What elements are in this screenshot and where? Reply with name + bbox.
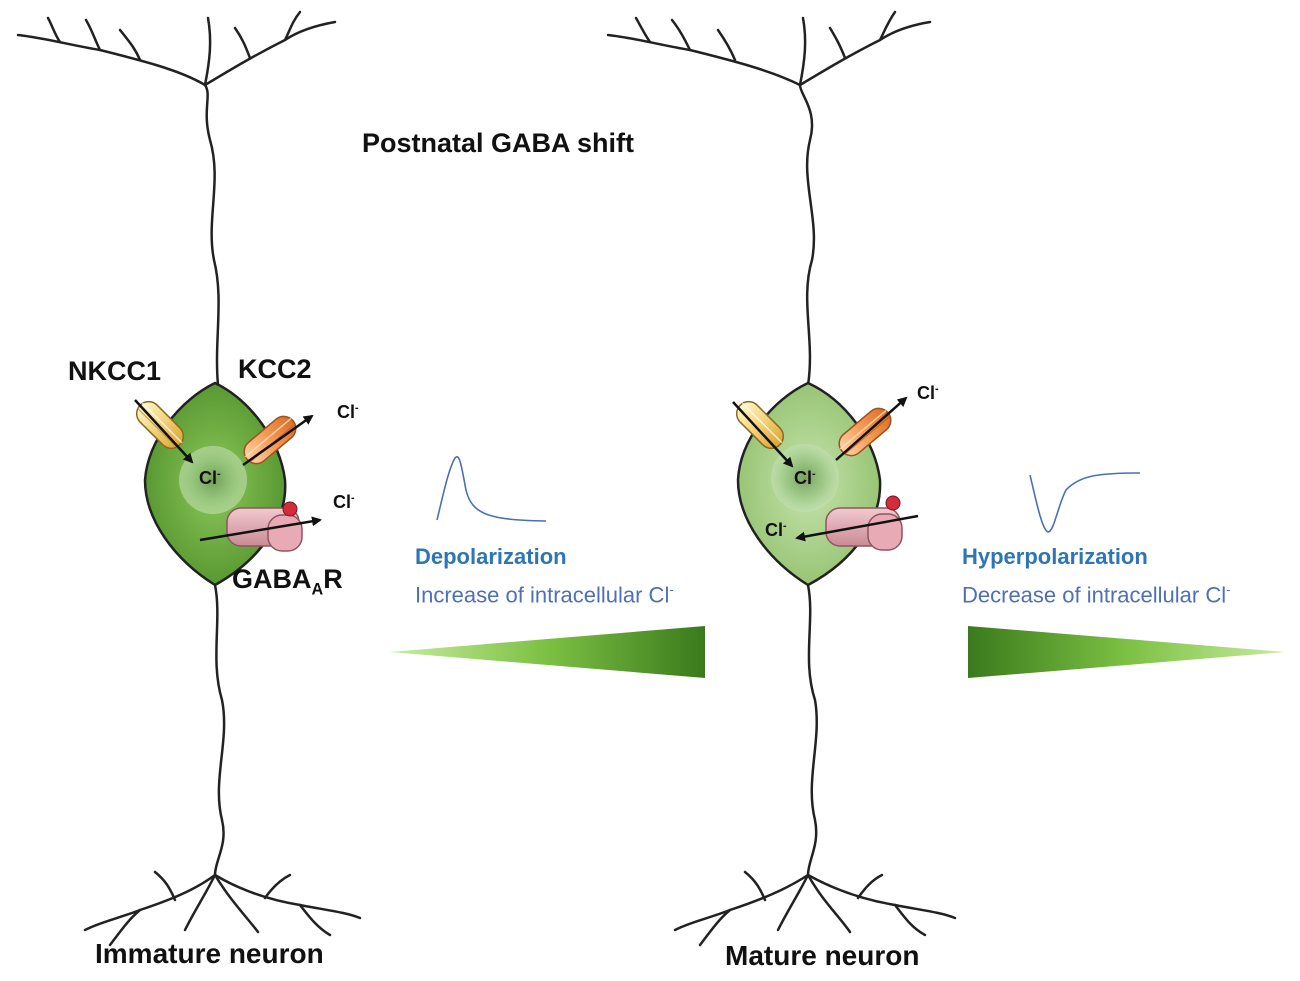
nkcc1-label: NKCC1 [68, 356, 162, 386]
left-apical-dendrites [16, 10, 337, 387]
gabaar-suffix: R [323, 564, 343, 594]
left-nucleus [179, 446, 247, 514]
left-gabaa-cl-label: Cl- [333, 492, 355, 512]
mature-neuron [606, 10, 957, 947]
diagram-title: Postnatal GABA shift [362, 128, 635, 158]
right-gabaa-arrow [795, 514, 919, 542]
immature-neuron-caption: Immature neuron [95, 938, 324, 969]
kcc2-label: KCC2 [238, 354, 312, 384]
depolarization-label: Depolarization [415, 544, 567, 569]
left-gabaa-arrow [199, 516, 322, 542]
left-gabaa-receptor [226, 501, 303, 552]
left-nucleus-cl-label: Cl- [199, 468, 221, 488]
gabaar-main: GABA [232, 564, 312, 594]
mature-neuron-caption: Mature neuron [725, 940, 920, 971]
right-kcc2-cl-label: Cl- [917, 383, 939, 403]
left-gradient-wedge [390, 626, 705, 678]
left-kcc2-arrow [242, 414, 314, 467]
right-nkcc1-arrow [732, 401, 794, 468]
left-kcc2-cl-label: Cl- [337, 402, 359, 422]
immature-neuron [16, 10, 362, 947]
right-basal-dendrites [673, 583, 957, 947]
right-gradient-wedge [968, 626, 1285, 678]
hyperpolarization-trace [1029, 472, 1141, 533]
depolarization-trace [436, 456, 547, 522]
gabaar-label: GABAAR [232, 564, 343, 599]
left-basal-dendrites [83, 583, 362, 947]
right-apical-dendrites [606, 10, 932, 387]
right-kcc2-arrow [835, 396, 908, 461]
gabaar-subscript: A [311, 580, 324, 599]
left-nkcc1-arrow [134, 399, 194, 464]
right-gabaa-cl-label: Cl- [765, 520, 787, 540]
increase-intracellular-cl-label: Increase of intracellular Cl- [415, 582, 674, 608]
hyperpolarization-label: Hyperpolarization [962, 544, 1148, 569]
right-nucleus-cl-label: Cl- [794, 468, 816, 488]
decrease-intracellular-cl-label: Decrease of intracellular Cl- [962, 582, 1231, 608]
